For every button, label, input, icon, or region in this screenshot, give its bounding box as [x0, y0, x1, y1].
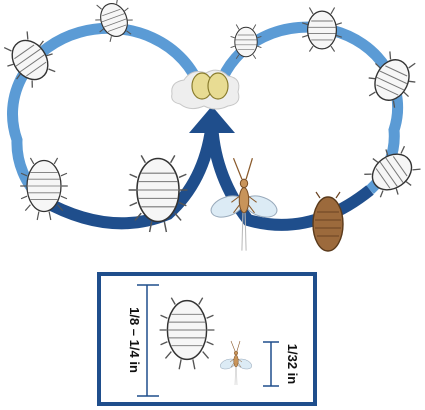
nymph-icon [302, 7, 342, 51]
life-cycle-loops [13, 27, 398, 225]
left-loop-dark [42, 122, 212, 223]
pupa-icon [313, 192, 343, 251]
arrowhead-up [189, 106, 235, 133]
nymph-icon [0, 27, 62, 92]
male-size-label: 1/32 in [285, 344, 300, 385]
egg [208, 73, 228, 99]
size-comparison-box: 1/8 – 1/4 in 1/32 in [99, 274, 315, 404]
egg-cluster-icon [172, 70, 239, 109]
nymph-icon [91, 0, 137, 44]
female-size-label: 1/8 – 1/4 in [127, 307, 142, 373]
